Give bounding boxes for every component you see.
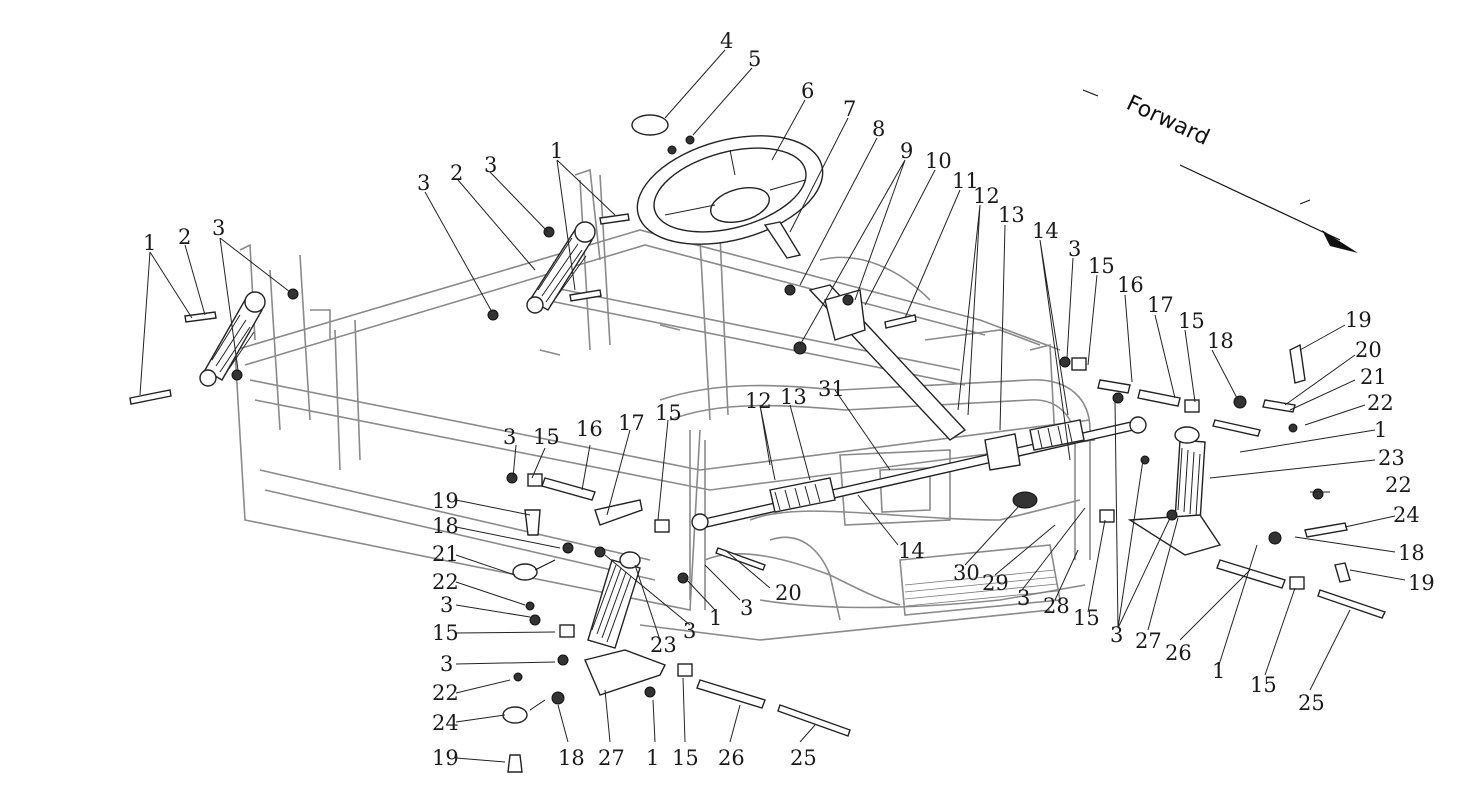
callout-14: 14 [1032,219,1059,243]
callout-3: 3 [440,652,453,676]
callout-12: 12 [745,389,772,413]
callout-1: 1 [709,606,722,630]
callout-25: 25 [1298,691,1325,715]
callout-2: 2 [450,161,463,185]
callout-15: 15 [1073,606,1100,630]
steering-rack [691,416,1147,531]
callout-19: 19 [432,746,459,770]
callout-21: 21 [432,542,459,566]
callout-14: 14 [898,539,925,563]
callout-20: 20 [1355,338,1382,362]
callout-19: 19 [432,489,459,513]
callout-5: 5 [748,47,761,71]
callout-3: 3 [683,619,696,643]
callout-29: 29 [982,571,1009,595]
callout-3: 3 [503,425,516,449]
callout-18: 18 [1207,329,1234,353]
callout-15: 15 [533,425,560,449]
callout-13: 13 [998,203,1025,227]
steering-bolt [667,145,677,155]
front-shock-left [584,551,666,696]
callout-15: 15 [1088,254,1115,278]
left-suspension-hardware [502,472,851,773]
callout-10: 10 [925,149,952,173]
steering-nut [685,135,695,145]
callout-15: 15 [1178,309,1205,333]
right-suspension-hardware [1059,343,1386,619]
callout-22: 22 [1367,391,1394,415]
callout-18: 18 [1398,541,1425,565]
callout-24: 24 [1393,503,1420,527]
callout-2: 2 [178,225,191,249]
callout-3: 3 [740,596,753,620]
forward-arrow [1082,89,1358,253]
callout-26: 26 [718,746,745,770]
callout-23: 23 [650,633,677,657]
callout-labels: 4 5 6 7 8 9 10 11 12 13 14 3 15 16 17 15… [143,29,1435,770]
callout-25: 25 [790,746,817,770]
callout-11: 11 [952,169,979,193]
callout-3: 3 [212,216,225,240]
callout-30: 30 [953,561,980,585]
steering-ring [631,114,669,136]
front-shock-right [1127,426,1222,556]
callout-15: 15 [1250,673,1277,697]
callout-3: 3 [1068,237,1081,261]
callout-1: 1 [1212,659,1225,683]
callout-1: 1 [646,746,659,770]
callout-16: 16 [1117,273,1144,297]
callout-20: 20 [775,581,802,605]
callout-27: 27 [1135,629,1162,653]
rear-hardware [129,213,917,405]
callout-13: 13 [780,385,807,409]
steering-wheel [636,135,824,245]
callout-15: 15 [655,401,682,425]
callout-1: 1 [550,139,563,163]
callout-3: 3 [484,153,497,177]
callout-22: 22 [1385,473,1412,497]
callout-3: 3 [417,171,430,195]
callout-19: 19 [1345,308,1372,332]
forward-label: Forward [1122,91,1213,151]
callout-18: 18 [558,746,585,770]
callout-3: 3 [1017,586,1030,610]
steering-column [763,221,967,441]
callout-7: 7 [843,97,856,121]
front-grille [904,569,1059,607]
callout-8: 8 [872,117,885,141]
callout-3: 3 [1110,623,1123,647]
callout-26: 26 [1165,641,1192,665]
callout-28: 28 [1043,594,1070,618]
callout-4: 4 [720,29,733,53]
callout-21: 21 [1360,365,1387,389]
callout-9: 9 [900,139,913,163]
callout-22: 22 [432,570,459,594]
callout-12: 12 [973,184,1000,208]
callout-15: 15 [432,621,459,645]
callout-3: 3 [440,593,453,617]
callout-1: 1 [1374,418,1387,442]
callout-18: 18 [432,514,459,538]
callout-27: 27 [598,746,625,770]
callout-16: 16 [576,417,603,441]
callout-19: 19 [1408,571,1435,595]
callout-1: 1 [143,231,156,255]
rear-shock-right [526,221,596,314]
leader-lines [139,49,1406,763]
callout-23: 23 [1378,446,1405,470]
rack-boot [1012,491,1038,509]
callout-24: 24 [432,711,459,735]
callout-6: 6 [801,79,814,103]
callout-31: 31 [818,377,845,401]
callout-15: 15 [672,746,699,770]
callout-22: 22 [432,681,459,705]
callout-17: 17 [1147,293,1174,317]
callout-17: 17 [618,411,645,435]
